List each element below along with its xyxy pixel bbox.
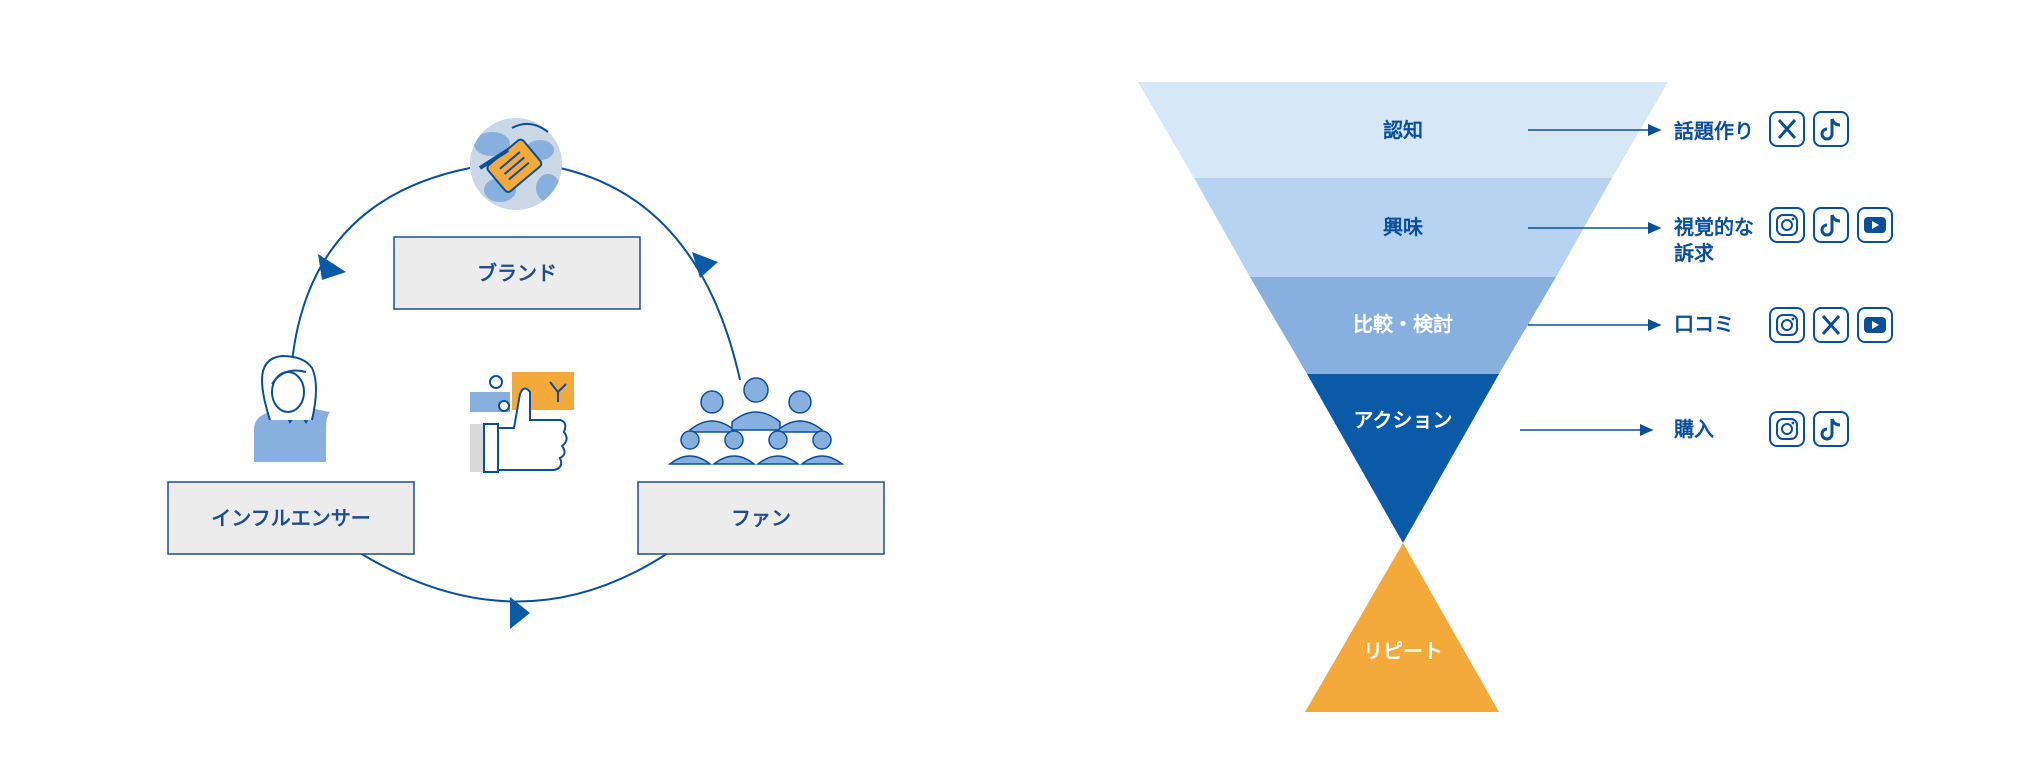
funnel-label-repeat: リピート <box>1363 639 1443 663</box>
cycle-arc-fan-to-influencer <box>359 552 669 603</box>
funnel-stage-awareness <box>1138 82 1668 178</box>
funnel-label-action: アクション <box>1354 408 1453 432</box>
fan-label: ファン <box>731 506 791 530</box>
instagram-icon <box>1769 411 1805 447</box>
cycle-arrow-left <box>318 254 346 280</box>
funnel-stage-action <box>1307 374 1499 543</box>
funnel-diagram: 認知 興味 比較・検討 アクション リピート 話題作り 視覚的な 訴求 口コミ … <box>1138 82 1893 712</box>
tiktok-icon <box>1813 207 1849 243</box>
person-icon <box>254 354 330 462</box>
fan-box <box>637 481 885 555</box>
cycle-arc-influencer-to-brand <box>291 167 471 363</box>
tiktok-icon <box>1813 111 1849 147</box>
cycle-arrow-right <box>692 252 718 278</box>
channel-label-visual-line1: 視覚的な <box>1673 215 1754 239</box>
cycle-diagram: ブランド インフルエンサー ファン <box>167 118 885 629</box>
channel-label-word-of-mouth: 口コミ <box>1674 312 1734 336</box>
brand-label: ブランド <box>477 261 557 285</box>
x-icon <box>1769 111 1805 147</box>
tiktok-icon <box>1813 411 1849 447</box>
funnel-repeat-triangle <box>1305 543 1499 712</box>
youtube-icon <box>1857 307 1893 343</box>
thumbs-up-icon <box>470 372 574 473</box>
cycle-arc-brand-to-fan <box>559 167 741 381</box>
funnel-label-comparison: 比較・検討 <box>1353 312 1453 336</box>
instagram-icon <box>1769 307 1805 343</box>
instagram-icon <box>1769 207 1805 243</box>
influencer-label: インフルエンサー <box>211 506 370 530</box>
funnel-stage-interest <box>1194 178 1612 277</box>
brand-box <box>393 236 641 310</box>
cycle-arrow-bottom <box>510 597 530 629</box>
channel-label-purchase: 購入 <box>1674 417 1714 441</box>
audience-icon <box>667 377 845 465</box>
price-tag-globe-icon <box>470 118 562 210</box>
funnel-stage-comparison <box>1250 277 1556 374</box>
funnel-label-interest: 興味 <box>1383 215 1423 239</box>
funnel-label-awareness: 認知 <box>1383 118 1423 142</box>
channel-label-visual-line2: 訴求 <box>1674 241 1715 265</box>
x-icon <box>1813 307 1849 343</box>
influencer-box <box>167 481 415 555</box>
channel-label-buzz: 話題作り <box>1674 119 1754 143</box>
youtube-icon <box>1857 207 1893 243</box>
